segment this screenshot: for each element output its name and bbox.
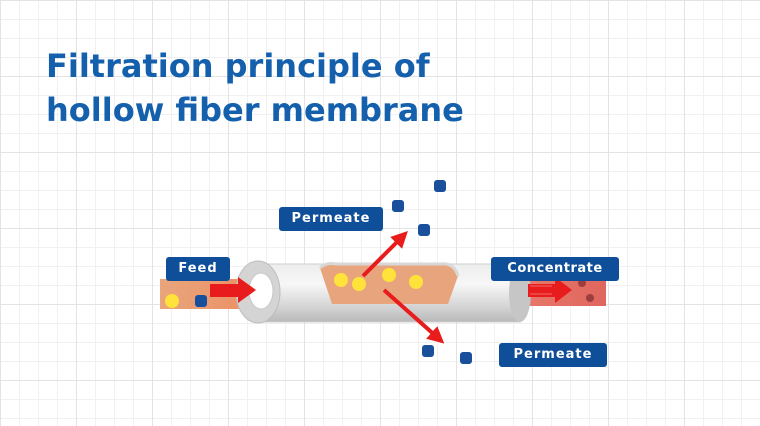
small-particle-icon	[434, 180, 446, 192]
concentrate-flow-arrow-icon	[528, 277, 572, 303]
concentrate-particle-icon	[586, 294, 594, 302]
title-line-2: hollow fiber membrane	[46, 91, 464, 129]
permeate-label-bottom: Permeate	[499, 343, 607, 367]
permeate-label-top: Permeate	[279, 207, 383, 231]
small-particle-icon	[195, 295, 207, 307]
feed-flow-arrow-icon	[210, 277, 256, 303]
retained-particles	[165, 268, 423, 308]
large-particle-icon	[334, 273, 348, 287]
feed-label: Feed	[166, 257, 230, 281]
small-particle-icon	[422, 345, 434, 357]
title-line-1: Filtration principle of	[46, 47, 430, 85]
small-particle-icon	[460, 352, 472, 364]
concentrate-particle-icon	[578, 279, 586, 287]
permeate-arrow-down-icon	[382, 288, 445, 344]
small-particle-icon	[418, 224, 430, 236]
large-particle-icon	[165, 294, 179, 308]
permeate-particles	[195, 180, 472, 364]
page-title: Filtration principle of hollow fiber mem…	[46, 44, 464, 132]
large-particle-icon	[352, 277, 366, 291]
large-particle-icon	[382, 268, 396, 282]
large-particle-icon	[409, 275, 423, 289]
tube-cutaway	[320, 263, 458, 304]
permeate-arrow-up-icon	[361, 231, 408, 278]
concentrate-label: Concentrate	[491, 257, 619, 281]
small-particle-icon	[392, 200, 404, 212]
concentrate-particles	[578, 279, 594, 302]
tube-cutaway-inner-wall	[318, 262, 460, 277]
